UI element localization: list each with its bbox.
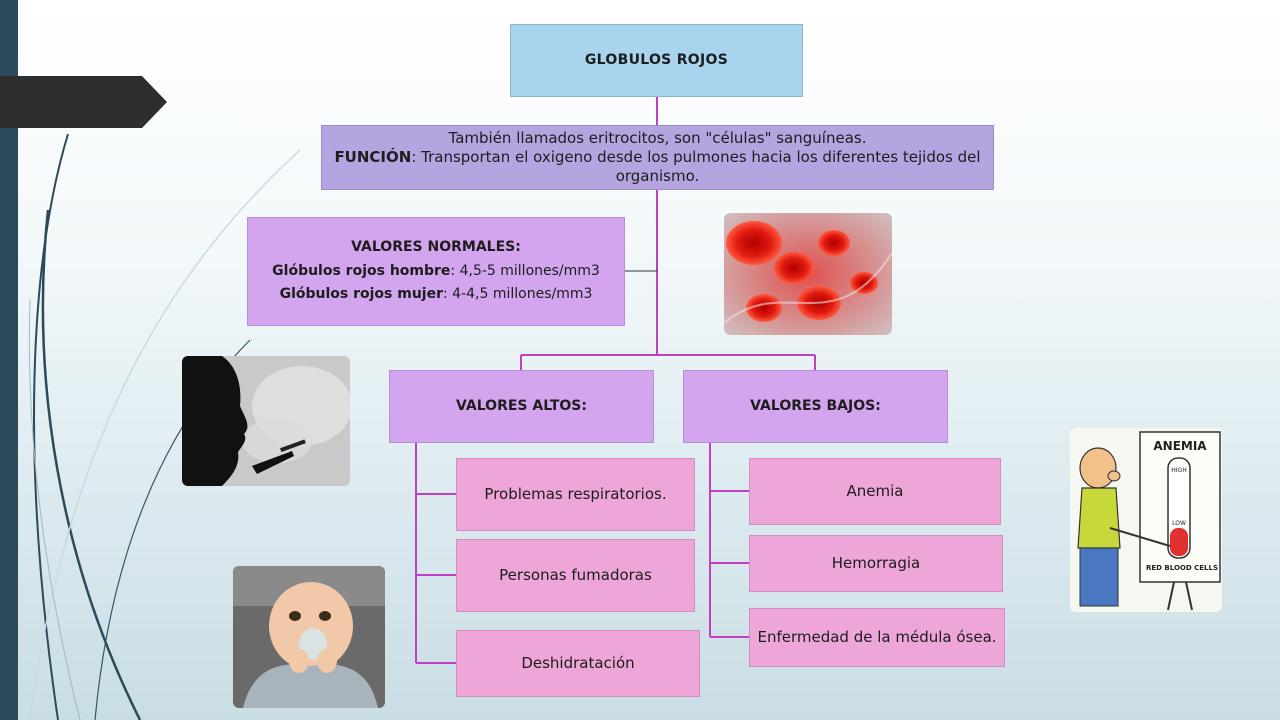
anemia-sign-title: ANEMIA xyxy=(1153,439,1207,453)
low-item-label: Anemia xyxy=(846,482,904,501)
baby-inhaler-image xyxy=(233,566,385,708)
anemia-cartoon-image: ANEMIA HIGH LOW RED BLOOD CELLS xyxy=(1070,428,1222,612)
root-title: GLOBULOS ROJOS xyxy=(584,51,729,68)
male-value-line: Glóbulos rojos hombre: 4,5-5 millones/mm… xyxy=(272,263,600,281)
high-item-label: Deshidratación xyxy=(521,654,635,673)
decorative-swooshes xyxy=(28,133,301,720)
low-item-anemia: Anemia xyxy=(749,458,1001,525)
high-item-respiratory: Problemas respiratorios. xyxy=(456,458,695,531)
description-node: También llamados eritrocitos, son "célul… xyxy=(321,125,994,190)
anemia-high-label: HIGH xyxy=(1171,467,1186,474)
anemia-low-label: LOW xyxy=(1172,520,1186,527)
female-value-line: Glóbulos rojos mujer: 4-4,5 millones/mm3 xyxy=(280,286,593,304)
high-values-node: VALORES ALTOS: xyxy=(389,370,654,443)
high-item-label: Problemas respiratorios. xyxy=(484,485,667,504)
function-label: FUNCIÓN xyxy=(334,148,412,167)
description-line: También llamados eritrocitos, son "célul… xyxy=(448,129,867,148)
male-value: : 4,5-5 millones/mm3 xyxy=(450,262,600,279)
sidebar-accent-bar xyxy=(0,0,18,720)
male-label: Glóbulos rojos hombre xyxy=(272,262,451,279)
female-value: : 4-4,5 millones/mm3 xyxy=(443,286,593,303)
low-item-hemorrhage: Hemorragia xyxy=(749,535,1003,592)
high-item-smokers: Personas fumadoras xyxy=(456,539,695,612)
root-node-globulos-rojos: GLOBULOS ROJOS xyxy=(510,24,803,97)
low-item-label: Hemorragia xyxy=(831,554,921,573)
normal-values-node: VALORES NORMALES: Glóbulos rojos hombre:… xyxy=(247,217,625,326)
low-item-bone-marrow: Enfermedad de la médula ósea. xyxy=(749,608,1005,667)
anemia-caption: RED BLOOD CELLS xyxy=(1146,564,1218,572)
red-blood-cells-image xyxy=(724,213,892,335)
high-values-header: VALORES ALTOS: xyxy=(456,397,587,414)
smoker-silhouette-image xyxy=(182,356,350,486)
high-item-label: Personas fumadoras xyxy=(499,566,652,585)
function-description: : Transportan el oxigeno desde los pulmo… xyxy=(411,148,981,185)
low-values-node: VALORES BAJOS: xyxy=(683,370,948,443)
high-item-dehydration: Deshidratación xyxy=(456,630,700,697)
function-text: FUNCIÓN: Transportan el oxigeno desde lo… xyxy=(330,148,985,186)
arrow-tab-decoration xyxy=(0,76,167,128)
female-label: Glóbulos rojos mujer xyxy=(279,286,443,303)
low-values-header: VALORES BAJOS: xyxy=(750,397,881,414)
low-item-label: Enfermedad de la médula ósea. xyxy=(757,628,997,647)
normal-values-header: VALORES NORMALES: xyxy=(351,239,521,256)
